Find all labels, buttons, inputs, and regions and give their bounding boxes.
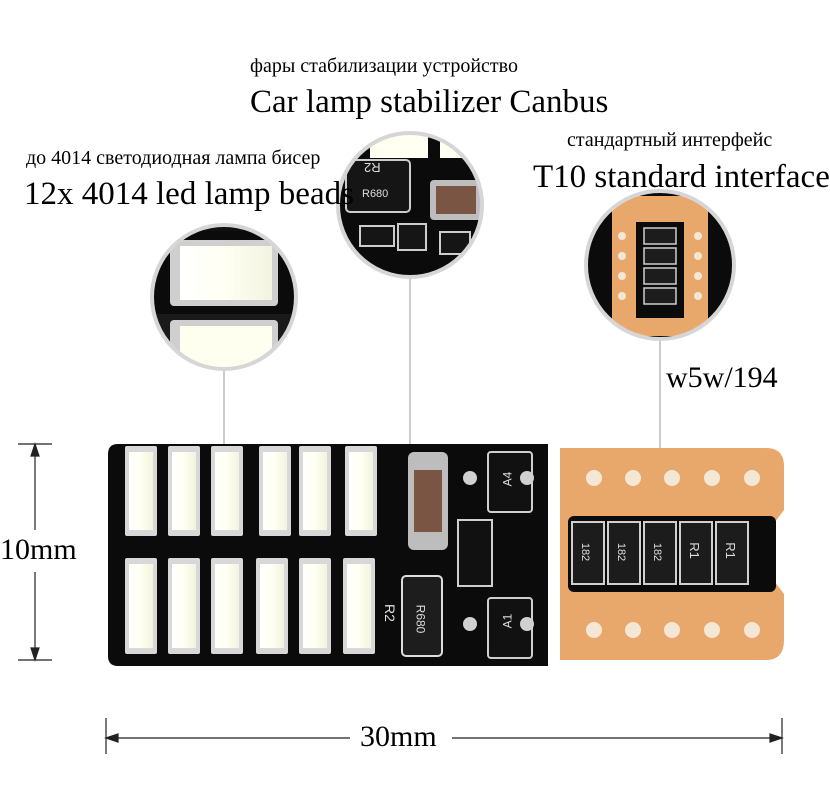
interface-label-ru: стандартный интерфейс bbox=[567, 129, 773, 151]
zoom-circle-interface bbox=[584, 189, 736, 341]
height-dimension-line bbox=[18, 442, 52, 662]
led-row-bottom bbox=[125, 558, 375, 654]
beads-label-ru: до 4014 светодиодная лампа бисер bbox=[26, 147, 321, 169]
stabilizer-label-ru: фары стабилизации устройство bbox=[250, 55, 518, 77]
stabilizer-label-en: Car lamp stabilizer Canbus bbox=[250, 84, 609, 120]
t10-base-contacts bbox=[560, 448, 784, 660]
bulb-code-label: w5w/194 bbox=[666, 361, 778, 394]
pcb-mark-182-a: 182 bbox=[579, 542, 592, 562]
pcb-mark-182-c: 182 bbox=[651, 542, 664, 562]
pcb-mark-a1: A1 bbox=[500, 613, 515, 629]
length-dimension-label: 30mm bbox=[356, 720, 441, 754]
zoom-circle-led-beads bbox=[150, 223, 298, 371]
beads-label-en: 12x 4014 led lamp beads bbox=[24, 176, 354, 212]
length-dimension-line bbox=[104, 718, 784, 754]
pcb-mark-r1-b: R1 bbox=[722, 542, 738, 559]
zoom-mark-r680: R680 bbox=[362, 188, 389, 200]
smd-components bbox=[401, 451, 534, 659]
height-dimension-label: 10mm bbox=[0, 533, 77, 567]
pcb-mark-r680: R680 bbox=[413, 604, 428, 634]
led-pcb-board bbox=[108, 444, 548, 666]
interface-label-en: T10 standard interface bbox=[533, 159, 830, 195]
led-row-top bbox=[125, 446, 377, 536]
pcb-mark-r1-a: R1 bbox=[686, 542, 702, 559]
pcb-mark-r2: R2 bbox=[381, 604, 398, 622]
product-illustration bbox=[18, 131, 784, 754]
zoom-circle-stabilizer bbox=[336, 131, 484, 279]
pcb-mark-a4: A4 bbox=[500, 471, 515, 487]
pcb-mark-182-b: 182 bbox=[615, 542, 628, 562]
zoom-mark-r2: R2 bbox=[364, 160, 381, 175]
